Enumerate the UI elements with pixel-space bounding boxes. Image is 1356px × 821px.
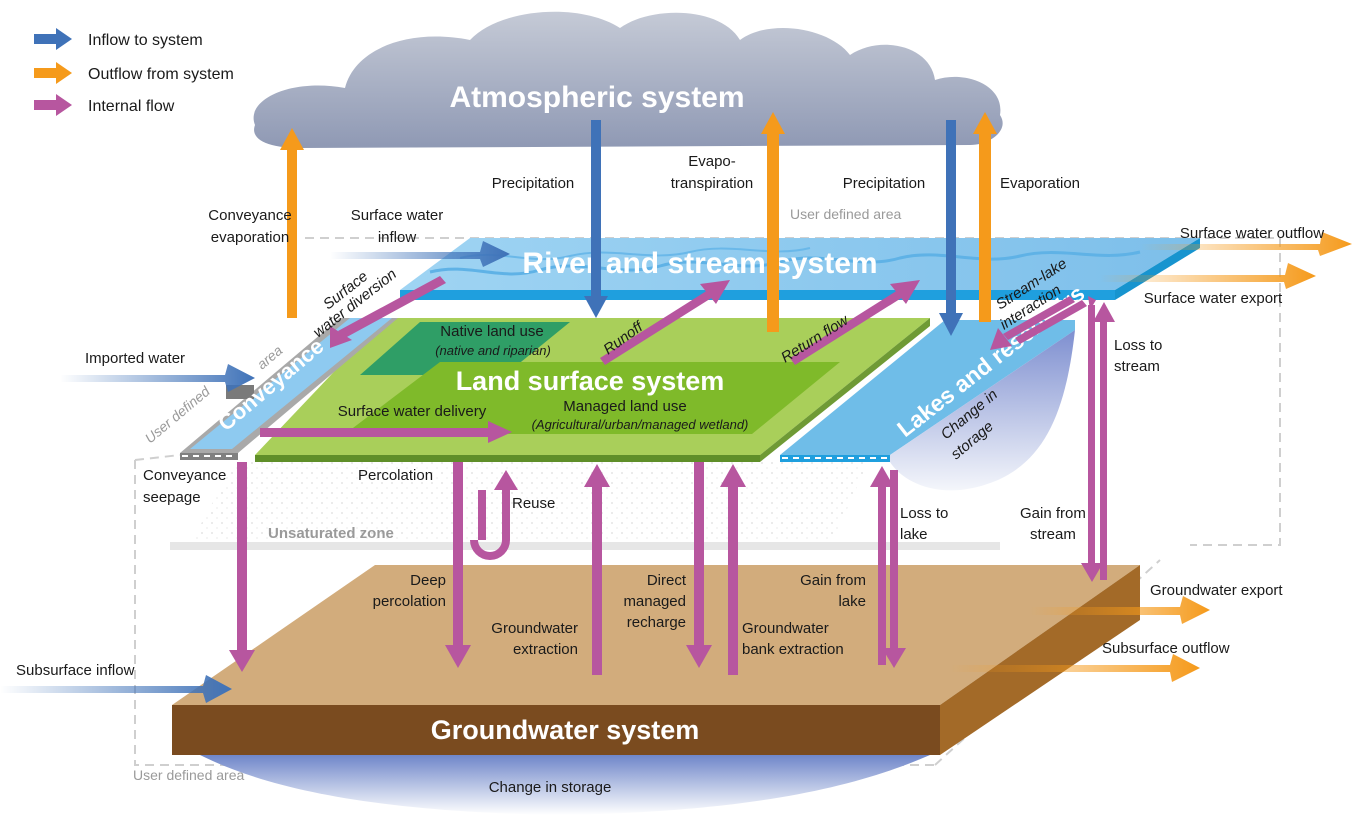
native-land-use-sub: (native and riparian) bbox=[435, 343, 551, 358]
percolation-label: Percolation bbox=[358, 467, 433, 484]
imported-water-arrow bbox=[60, 364, 255, 392]
conveyance-evaporation-label-1: Conveyance bbox=[208, 207, 291, 224]
reuse-label: Reuse bbox=[512, 495, 555, 512]
legend-outflow-label: Outflow from system bbox=[88, 66, 234, 83]
stream-lake-arrow-1 bbox=[990, 296, 1075, 350]
loss-to-stream-label-2: stream bbox=[1114, 358, 1160, 375]
runoff-arrow bbox=[600, 280, 730, 365]
gain-from-lake-label-2: lake bbox=[838, 593, 866, 610]
groundwater-export-arrow bbox=[1030, 596, 1210, 624]
legend-inflow-icon bbox=[34, 28, 72, 50]
land-surface-slab bbox=[255, 318, 930, 462]
subsurface-outflow-arrow bbox=[950, 654, 1200, 682]
groundwater-bank-extraction-label-2: bank extraction bbox=[742, 641, 844, 658]
gain-from-lake-label-1: Gain from bbox=[800, 572, 866, 589]
direct-managed-recharge-arrow bbox=[686, 462, 712, 668]
surface-water-inflow-label-2: inflow bbox=[378, 229, 417, 246]
gain-from-lake-arrow bbox=[882, 470, 906, 668]
atmospheric-cloud bbox=[253, 11, 1003, 148]
conveyance-seepage-label-1: Conveyance bbox=[143, 467, 226, 484]
loss-to-stream-arrow bbox=[1081, 305, 1103, 582]
managed-land-use-label: Managed land use bbox=[563, 398, 686, 415]
inflow-arrows bbox=[584, 120, 963, 336]
groundwater-export-label: Groundwater export bbox=[1150, 582, 1283, 599]
legend-internal-icon bbox=[34, 94, 72, 116]
river-stream-system-label: River and stream system bbox=[522, 247, 877, 280]
gain-from-stream-label-2: stream bbox=[1030, 526, 1076, 543]
user-defined-area-bottom-label: User defined area bbox=[133, 767, 245, 783]
reuse-arrow bbox=[470, 470, 518, 560]
evapotranspiration-label-2: transpiration bbox=[671, 175, 754, 192]
subsurface-inflow-label: Subsurface inflow bbox=[16, 662, 135, 679]
surface-water-inflow-label-1: Surface water bbox=[351, 207, 444, 224]
gw-change-in-storage-label: Change in storage bbox=[489, 779, 612, 796]
loss-to-lake-label-2: lake bbox=[900, 526, 928, 543]
surface-water-export-label: Surface water export bbox=[1144, 290, 1283, 307]
groundwater-extraction-label-1: Groundwater bbox=[491, 620, 578, 637]
gain-from-stream-arrow bbox=[1093, 302, 1115, 580]
imported-water-label: Imported water bbox=[85, 350, 185, 367]
outflow-arrows bbox=[280, 112, 997, 332]
subsurface-outflow-label: Subsurface outflow bbox=[1102, 640, 1230, 657]
conveyance-seepage-arrow bbox=[229, 462, 255, 672]
unsaturated-zone-label: Unsaturated zone bbox=[268, 525, 394, 542]
gain-from-stream-label-1: Gain from bbox=[1020, 505, 1086, 522]
conveyance-evaporation-label-2: evaporation bbox=[211, 229, 289, 246]
groundwater-bank-extraction-label-1: Groundwater bbox=[742, 620, 829, 637]
direct-managed-recharge-label-1: Direct bbox=[647, 572, 687, 589]
loss-to-lake-label-1: Loss to bbox=[900, 505, 948, 522]
inflow-horizontal-arrows bbox=[0, 241, 510, 703]
outflow-horizontal-arrows bbox=[950, 232, 1352, 682]
loss-to-lake-arrow bbox=[870, 466, 894, 665]
land-surface-system-label: Land surface system bbox=[456, 366, 725, 396]
precipitation-arrow-left bbox=[584, 120, 608, 318]
surface-water-outflow-label: Surface water outflow bbox=[1180, 225, 1324, 242]
lakes-reservoirs-slab bbox=[780, 320, 1075, 491]
surface-water-inflow-arrow bbox=[330, 241, 510, 267]
user-defined-area-top-label: User defined area bbox=[790, 206, 902, 222]
groundwater-extraction-arrow bbox=[584, 464, 610, 675]
precipitation-label-left: Precipitation bbox=[492, 175, 575, 192]
return-flow-arrow bbox=[790, 280, 920, 365]
surface-water-delivery-arrow bbox=[260, 421, 512, 443]
deep-percolation-arrow bbox=[445, 462, 471, 668]
direct-managed-recharge-label-3: recharge bbox=[627, 614, 686, 631]
groundwater-system-label: Groundwater system bbox=[431, 715, 700, 745]
native-land-use-label: Native land use bbox=[440, 323, 543, 340]
legend-internal-label: Internal flow bbox=[88, 98, 175, 115]
precipitation-arrow-right bbox=[939, 120, 963, 336]
surface-water-diversion-arrow bbox=[330, 276, 446, 348]
internal-arrows bbox=[229, 276, 1115, 675]
direct-managed-recharge-label-2: managed bbox=[623, 593, 686, 610]
surface-water-outflow-arrow bbox=[1140, 232, 1352, 256]
precipitation-label-right: Precipitation bbox=[843, 175, 926, 192]
conveyance-channel bbox=[180, 318, 398, 460]
evaporation-label: Evaporation bbox=[1000, 175, 1080, 192]
surface-water-delivery-label: Surface water delivery bbox=[338, 403, 487, 420]
conveyance-evaporation-arrow bbox=[280, 128, 304, 318]
atmospheric-system-label: Atmospheric system bbox=[449, 81, 744, 114]
groundwater-bank-extraction-arrow bbox=[720, 464, 746, 675]
deep-percolation-label-2: percolation bbox=[373, 593, 446, 610]
deep-percolation-label-1: Deep bbox=[410, 572, 446, 589]
surface-water-export-arrow bbox=[1100, 263, 1316, 289]
loss-to-stream-label-1: Loss to bbox=[1114, 337, 1162, 354]
legend-inflow-label: Inflow to system bbox=[88, 32, 203, 49]
legend: Inflow to system Outflow from system Int… bbox=[34, 28, 234, 116]
subsurface-inflow-arrow bbox=[0, 675, 232, 703]
groundwater-extraction-label-2: extraction bbox=[513, 641, 578, 658]
legend-outflow-icon bbox=[34, 62, 72, 84]
managed-land-use-sub: (Agricultural/urban/managed wetland) bbox=[532, 417, 749, 432]
evapotranspiration-arrow bbox=[761, 112, 785, 332]
evaporation-arrow bbox=[973, 112, 997, 322]
evapotranspiration-label-1: Evapo- bbox=[688, 153, 736, 170]
conveyance-seepage-label-2: seepage bbox=[143, 489, 201, 506]
